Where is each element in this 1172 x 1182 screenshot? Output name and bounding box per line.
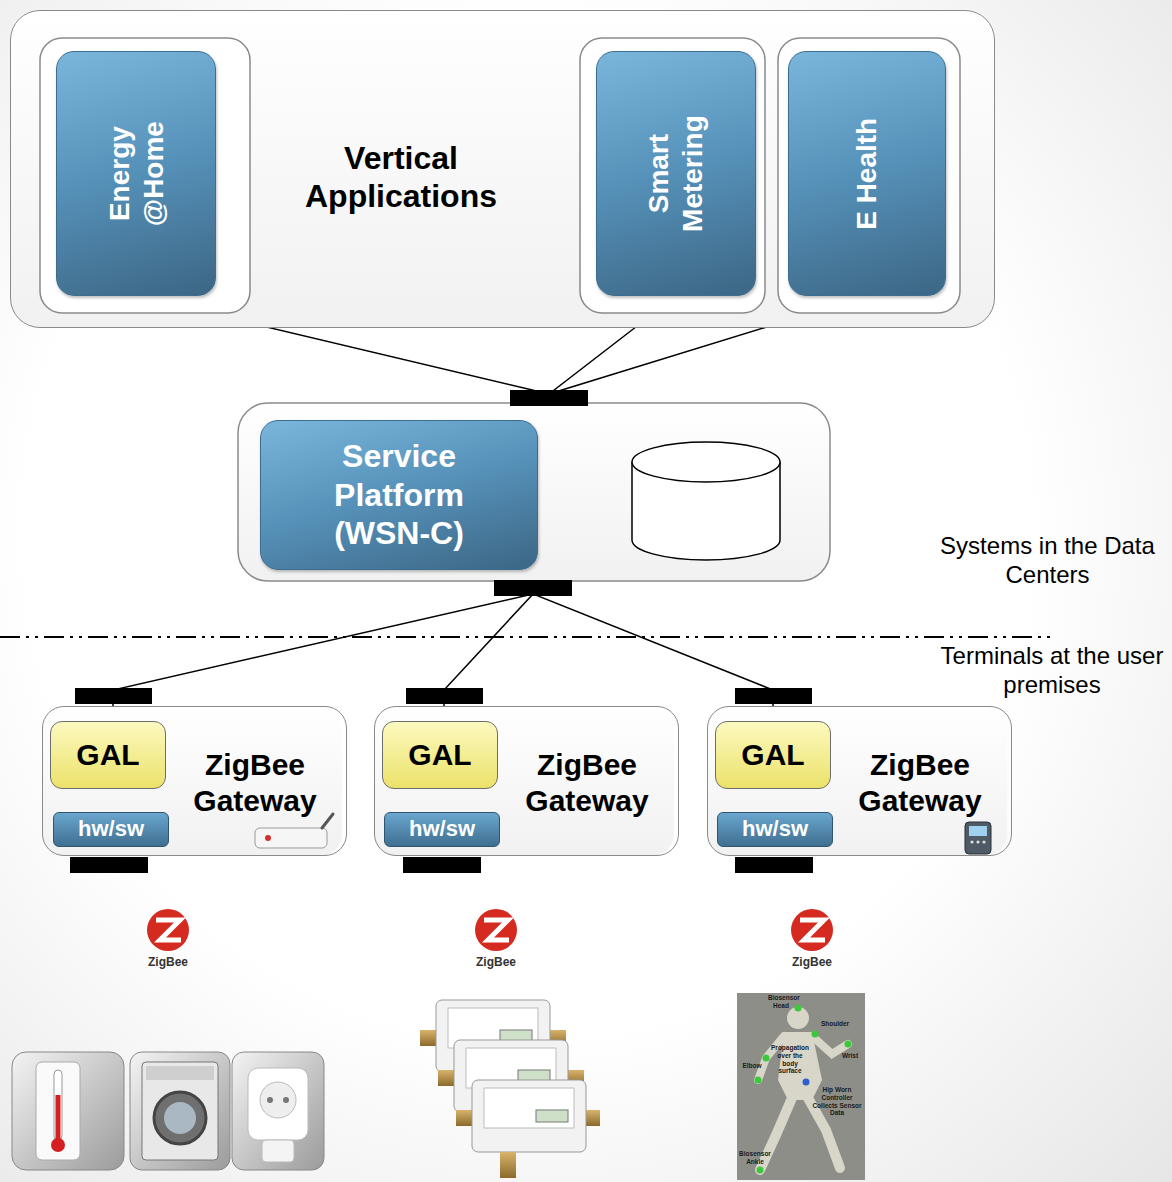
gateway-name: ZigBee Gateway [836, 747, 1004, 819]
panel-fill [10, 10, 995, 328]
gateway-box: ZigBee Gateway GAL hw/sw [707, 706, 1012, 856]
logo-label: ZigBee [782, 955, 842, 969]
gal-name: GAL [58, 737, 158, 773]
zone-label: Terminals at the user premises [938, 642, 1166, 700]
figure-label: Propagation over the body surface [770, 1044, 810, 1075]
gateway-box: ZigBee Gateway GAL hw/sw [42, 706, 347, 856]
figure-label: Hip Worn Controller Collects Sensor Data [812, 1086, 862, 1117]
figure-label: Shoulder [818, 1020, 852, 1028]
group-title: Vertical Applications [276, 139, 526, 216]
gateway-name: ZigBee Gateway [171, 747, 339, 819]
application-name: E Health [850, 74, 884, 274]
washing-machine-icon [130, 1052, 230, 1170]
logo-label: ZigBee [466, 955, 526, 969]
separator-line [0, 636, 1055, 638]
logo-label: ZigBee [138, 955, 198, 969]
gateway-box: ZigBee Gateway GAL hw/sw [374, 706, 679, 856]
hwsw-box: hw/sw [384, 812, 500, 846]
zone-label: Systems in the Data Centers [935, 532, 1160, 590]
meter-icon [420, 1000, 600, 1178]
hwsw-name: hw/sw [725, 816, 825, 842]
smart-plug-icon [232, 1052, 324, 1170]
zigbee-logo [147, 909, 833, 951]
gateway-name: ZigBee Gateway [503, 747, 671, 819]
hwsw-name: hw/sw [392, 816, 492, 842]
router-icon [255, 814, 333, 848]
handheld-icon [965, 822, 991, 854]
gal-name: GAL [723, 737, 823, 773]
application-name: Energy @Home [102, 106, 169, 241]
gal-box: GAL [50, 721, 166, 789]
gal-name: GAL [390, 737, 490, 773]
application-group: Vertical Applications Energy @Home Smart M… [10, 10, 995, 328]
application-box: Smart Metering [596, 51, 756, 296]
gal-box: GAL [382, 721, 498, 789]
figure-label: Biosensor Ankle [739, 1150, 771, 1166]
figure-label: Elbow [739, 1062, 765, 1070]
figure-label: Biosensor Head [768, 994, 794, 1010]
figure-label: Wrist [838, 1052, 862, 1060]
gal-box: GAL [715, 721, 831, 789]
platform-name: Service Platform (WSN-C) [299, 437, 499, 552]
thermometer-icon [12, 1052, 124, 1170]
connector-bar [70, 390, 813, 873]
hwsw-box: hw/sw [53, 812, 169, 846]
application-box: E Health [788, 51, 946, 296]
application-box: Energy @Home [56, 51, 216, 296]
platform-housing [238, 403, 830, 581]
hwsw-box: hw/sw [717, 812, 833, 846]
application-name: Smart Metering [642, 99, 709, 249]
gateway-housing-fill [42, 706, 1007, 856]
platform-box: Service Platform (WSN-C) [260, 420, 538, 570]
body-sensor-figure [737, 993, 865, 1180]
hwsw-name: hw/sw [61, 816, 161, 842]
